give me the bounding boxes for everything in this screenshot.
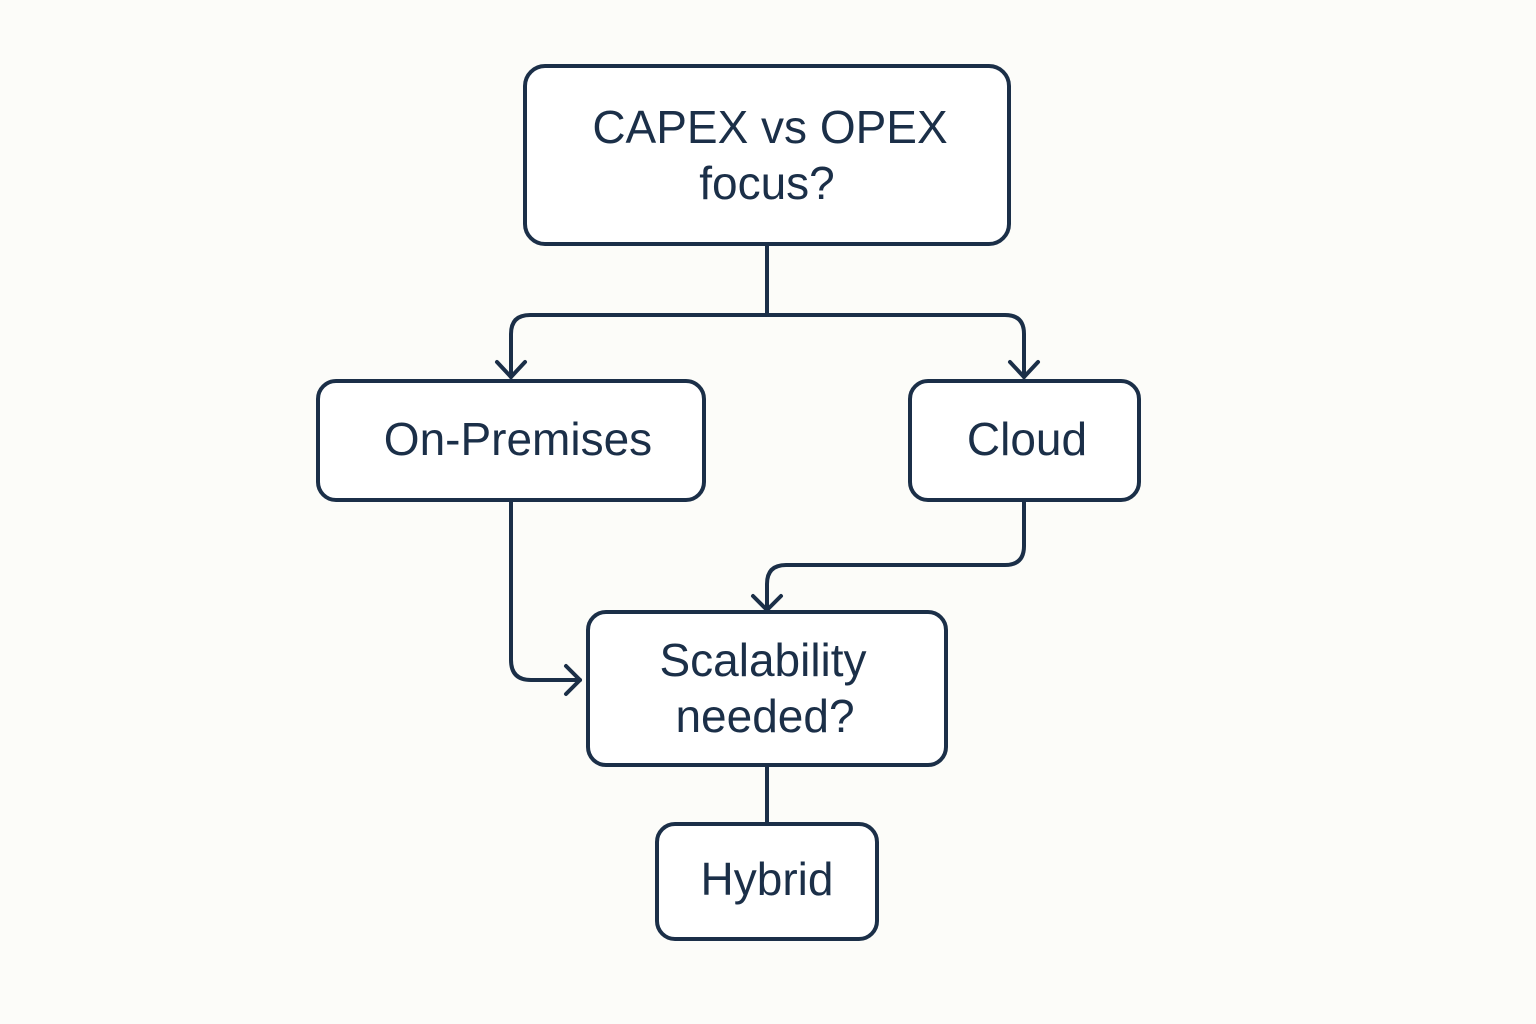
node-capex-opex-line-1: CAPEX vs OPEX [592,101,947,153]
node-cloud[interactable]: Cloud [908,379,1141,502]
edge-on-premises-to-scalability [509,500,582,682]
node-on-premises[interactable]: On-Premises [316,379,706,502]
edges [495,243,1040,826]
node-capex-opex-line-2: focus? [699,157,835,209]
node-capex-opex[interactable]: CAPEX vs OPEX focus? [523,64,1011,246]
node-hybrid-label: Hybrid [701,853,834,905]
node-on-premises-label: On-Premises [384,413,652,465]
arrowhead-on-premises [495,360,527,379]
node-scalability-line-2: needed? [675,690,854,742]
node-scalability[interactable]: Scalability needed? [586,610,948,767]
arrowhead-cloud [1008,360,1040,379]
edge-cloud-to-scalability [765,500,1026,612]
edge-capex-opex-to-cloud [765,313,1026,379]
node-hybrid[interactable]: Hybrid [655,822,879,941]
node-scalability-line-1: Scalability [659,634,866,686]
arrowhead-scalability-left [564,664,582,696]
node-cloud-label: Cloud [967,413,1087,465]
edge-capex-opex-to-on-premises [509,313,769,379]
